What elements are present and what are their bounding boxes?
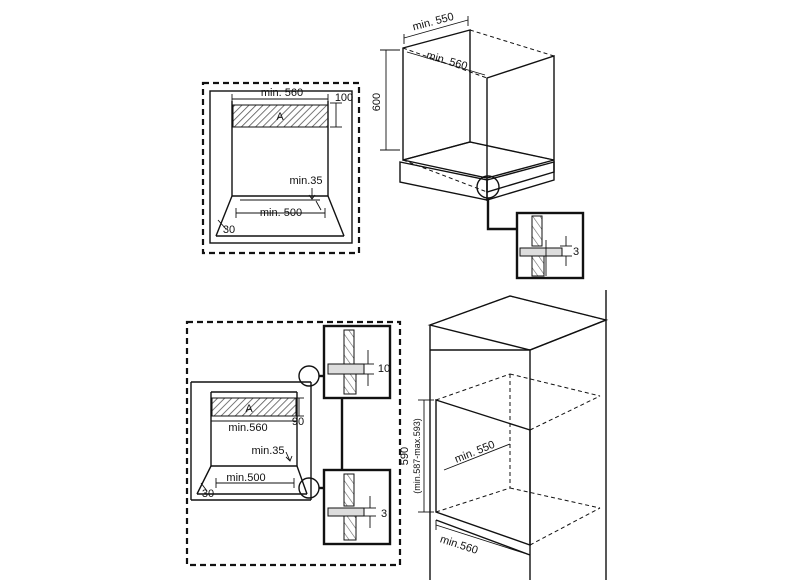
bottom-upper-gap-label: 10 [378, 363, 390, 375]
top-right-height-label: 600 [371, 93, 383, 111]
bottom-upper-detail-circle [298, 365, 320, 387]
top-left-depth-label: 100 [335, 92, 353, 104]
bottom-right-height-range: (min.587-max.593) [412, 418, 422, 494]
bottom-right-niche [435, 399, 531, 546]
top-left-dashed-cabinet-outline [201, 81, 361, 255]
bottom-left-vent-label: A [245, 403, 253, 415]
bottom-right-cabinet: 590 (min.587-max.593) min. 550 min.560 [399, 290, 609, 580]
top-right-width-label: min. 560 [425, 50, 469, 73]
top-left-width-label: min. 560 [261, 87, 303, 99]
top-left-inner-outline [209, 90, 353, 244]
top-detail-box: 3 [515, 211, 585, 280]
bottom-left-depth-label: 90 [292, 416, 304, 428]
bottom-left-gap-label: min.35 [251, 445, 284, 457]
top-left-plan-view: A min. 560 100 min. 500 min.35 30 [201, 81, 361, 255]
bottom-lower-detail-circle [298, 477, 320, 499]
top-left-vent-label: A [276, 111, 284, 123]
bottom-right-depth-label: min. 550 [453, 439, 497, 466]
bottom-left-vent-area [211, 397, 297, 417]
bottom-right-top-panel [427, 295, 609, 351]
top-left-base-label: min. 500 [260, 207, 302, 219]
bottom-upper-detail-box: 10 [322, 324, 392, 400]
top-right-cabinet: 600 min. 550 min. 560 [371, 11, 555, 231]
bottom-left-dashed-cabinet-outline [185, 320, 402, 567]
bottom-lower-detail-box: 3 [322, 468, 392, 546]
top-left-vent-area [232, 104, 329, 128]
top-detail-gap-label: 3 [573, 246, 579, 258]
top-left-corner-label: 30 [223, 224, 235, 236]
bottom-left-base-label: min.500 [226, 472, 265, 484]
bottom-left-plan-view: A 90 min.560 min.35 min.500 30 [185, 320, 402, 567]
bottom-lower-gap-label: 3 [381, 508, 387, 520]
top-right-back-panel [402, 29, 471, 161]
top-left-gap-label: min.35 [289, 175, 322, 187]
bottom-left-width-label: min.560 [228, 422, 267, 434]
bottom-left-corner-label: 30 [202, 488, 214, 500]
bottom-right-height-label: 590 [399, 447, 411, 465]
